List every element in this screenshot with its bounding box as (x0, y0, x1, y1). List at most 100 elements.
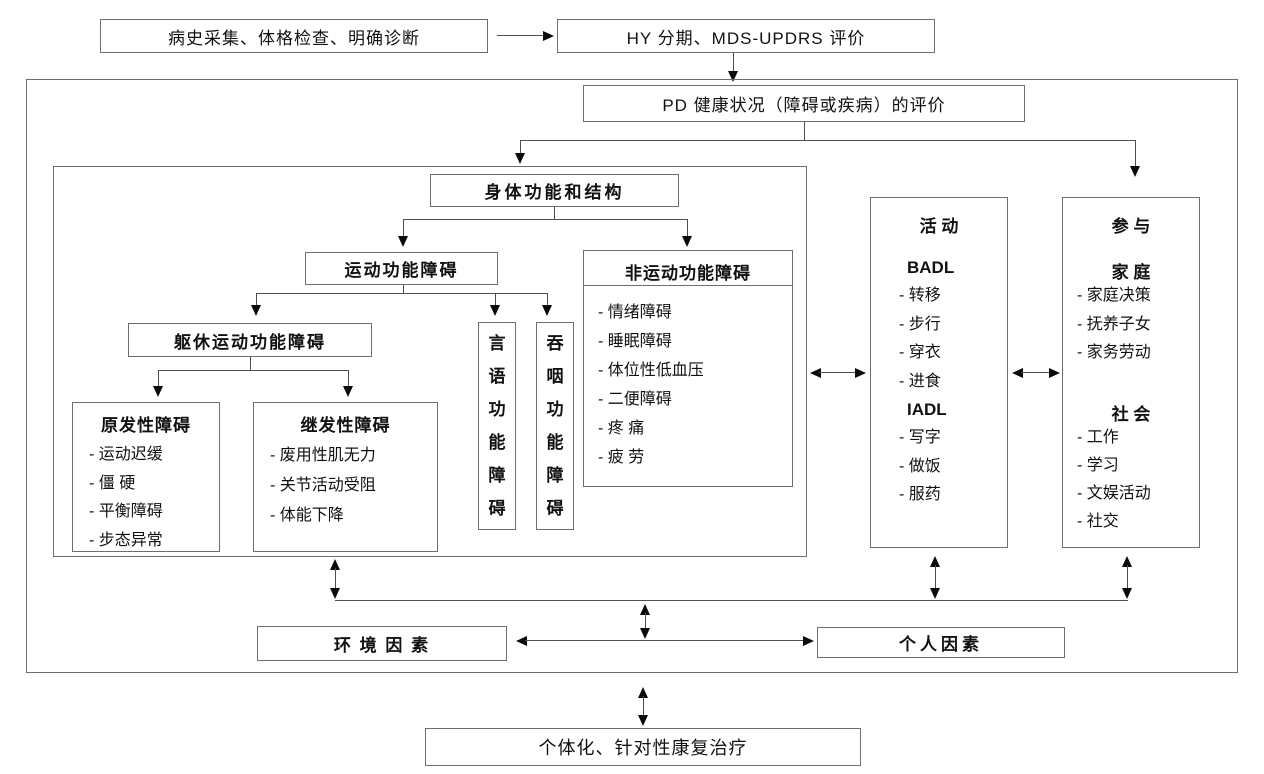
rehab-treatment-box: 个体化、针对性康复治疗 (425, 728, 861, 766)
trunk-branch-stem-line (250, 357, 251, 370)
double-arrow-line (643, 696, 644, 717)
list-item: - 抚养子女 (1077, 315, 1151, 333)
pd-branch-horizontal-line (520, 140, 1136, 141)
activity-box: 活 动 BADL - 转移 - 步行 - 穿衣 - 进食 IADL - 写字 -… (870, 197, 1008, 548)
speech-dysfunction-label: 言语功能障碍 (488, 334, 506, 518)
primary-disorder-list: - 运动迟缓 - 僵 硬 - 平衡障碍 - 步态异常 (73, 437, 219, 555)
trunk-motor-dysfunction-label: 躯休运动功能障碍 (174, 332, 326, 352)
pd-branch-right-drop-line (1135, 140, 1136, 167)
list-item: - 服药 (899, 486, 941, 503)
motor-branch-stem-line (403, 285, 404, 293)
double-arrow-line (935, 565, 936, 590)
arrow-to-participation-head-icon (1130, 166, 1140, 177)
list-item: - 穿衣 (899, 344, 941, 361)
double-arrow-left-head-icon (1012, 368, 1023, 378)
list-item: - 做饭 (899, 457, 941, 475)
list-item: - 文娱活动 (1077, 484, 1151, 502)
motor-branch-horizontal-line (256, 293, 547, 294)
motor-branch-drop3-line (547, 293, 548, 306)
double-arrow-line (525, 640, 805, 641)
motor-branch-drop2-line (495, 293, 496, 306)
nonmotor-list: - 情绪障碍 - 睡眠障碍 - 体位性低血压 - 二便障碍 - 疼 痛 - 疲 … (584, 294, 792, 472)
pd-branch-stem-line (804, 122, 805, 140)
trunk-branch-right-drop-line (348, 370, 349, 387)
arrow-to-motor-head-icon (398, 236, 408, 247)
motor-branch-drop1-line (256, 293, 257, 306)
double-arrow-line (819, 372, 857, 373)
double-arrow-left-head-icon (516, 636, 527, 646)
list-item: - 家庭决策 (1077, 287, 1151, 304)
body-function-structure-label: 身体功能和结构 (484, 183, 625, 202)
arrow-to-speech-head-icon (490, 305, 500, 316)
participation-box: 参 与 家 庭 - 家庭决策 - 抚养子女 - 家务劳动 社 会 - 工作 - … (1062, 197, 1200, 548)
history-exam-diagnosis-box: 病史采集、体格检查、明确诊断 (100, 19, 488, 53)
list-item: - 二便障碍 (598, 391, 672, 408)
pd-branch-left-drop-line (520, 140, 521, 154)
rehab-treatment-label: 个体化、针对性康复治疗 (538, 738, 748, 758)
double-arrow-down-head-icon (640, 628, 650, 639)
family-heading: 家 庭 (1111, 263, 1151, 282)
hy-mds-updrs-box: HY 分期、MDS-UPDRS 评价 (557, 19, 935, 53)
list-item: - 进食 (899, 372, 941, 390)
trunk-branch-left-drop-line (158, 370, 159, 387)
body-function-structure-box: 身体功能和结构 (430, 174, 679, 207)
double-arrow-up-head-icon (330, 559, 340, 570)
nonmotor-dysfunction-title: 非运动功能障碍 (584, 251, 792, 286)
arrow-history-to-hy-line (497, 35, 544, 36)
double-arrow-down-head-icon (638, 715, 648, 726)
personal-factors-box: 个人因素 (817, 627, 1065, 658)
list-item: - 睡眠障碍 (598, 333, 672, 350)
double-arrow-line (1127, 565, 1128, 590)
list-item: - 平衡障碍 (89, 503, 163, 520)
arrow-hy-to-pd-line (733, 53, 734, 72)
badl-list: - 转移 - 步行 - 穿衣 - 进食 (871, 280, 1007, 396)
motor-dysfunction-box: 运动功能障碍 (305, 252, 498, 285)
history-exam-diagnosis-label: 病史采集、体格检查、明确诊断 (168, 28, 420, 48)
list-item: - 情绪障碍 (598, 304, 672, 321)
primary-disorder-box: 原发性障碍 - 运动迟缓 - 僵 硬 - 平衡障碍 - 步态异常 (72, 402, 220, 552)
body-function-frame (53, 166, 807, 557)
list-item: - 转移 (899, 287, 941, 304)
nonmotor-dysfunction-box: 非运动功能障碍 - 情绪障碍 - 睡眠障碍 - 体位性低血压 - 二便障碍 - … (583, 250, 793, 487)
context-connector-line (335, 600, 1128, 601)
list-item: - 疲 劳 (598, 449, 645, 466)
social-list: - 工作 - 学习 - 文娱活动 - 社交 (1063, 422, 1199, 536)
list-item: - 工作 (1077, 428, 1119, 446)
double-arrow-up-head-icon (640, 604, 650, 615)
arrow-to-nonmotor-head-icon (682, 236, 692, 247)
list-item: - 写字 (899, 429, 941, 446)
badl-heading: BADL (907, 258, 955, 277)
double-arrow-down-head-icon (330, 588, 340, 599)
swallow-dysfunction-box: 吞咽功能障碍 (536, 322, 574, 530)
iadl-heading: IADL (907, 400, 947, 419)
list-item: - 关节活动受阻 (270, 477, 376, 494)
double-arrow-line (1021, 372, 1051, 373)
trunk-branch-horizontal-line (158, 370, 349, 371)
arrow-to-trunk-head-icon (251, 305, 261, 316)
motor-dysfunction-label: 运动功能障碍 (344, 261, 459, 280)
arrow-hy-to-pd-head-icon (728, 71, 738, 82)
trunk-motor-dysfunction-box: 躯休运动功能障碍 (128, 323, 372, 357)
swallow-dysfunction-label: 吞咽功能障碍 (546, 334, 564, 518)
personal-factors-label: 个人因素 (899, 635, 983, 654)
body-branch-stem-line (554, 207, 555, 219)
double-arrow-up-head-icon (638, 687, 648, 698)
double-arrow-down-head-icon (1122, 588, 1132, 599)
social-heading: 社 会 (1111, 404, 1151, 424)
body-branch-horizontal-line (403, 219, 688, 220)
speech-dysfunction-box: 言语功能障碍 (478, 322, 516, 530)
double-arrow-line (645, 613, 646, 630)
list-item: - 疼 痛 (598, 420, 645, 437)
arrow-to-swallow-head-icon (542, 305, 552, 316)
hy-mds-updrs-label: HY 分期、MDS-UPDRS 评价 (626, 28, 866, 48)
secondary-disorder-list: - 废用性肌无力 - 关节活动受阻 - 体能下降 (254, 437, 437, 531)
double-arrow-right-head-icon (803, 636, 814, 646)
list-item: - 步态异常 (89, 531, 163, 549)
secondary-disorder-box: 继发性障碍 - 废用性肌无力 - 关节活动受阻 - 体能下降 (253, 402, 438, 552)
participation-title: 参 与 (1111, 217, 1151, 236)
pd-health-status-box: PD 健康状况（障碍或疾病）的评价 (583, 85, 1025, 122)
list-item: - 家务劳动 (1077, 344, 1151, 361)
list-item: - 学习 (1077, 456, 1119, 474)
double-arrow-up-head-icon (930, 556, 940, 567)
